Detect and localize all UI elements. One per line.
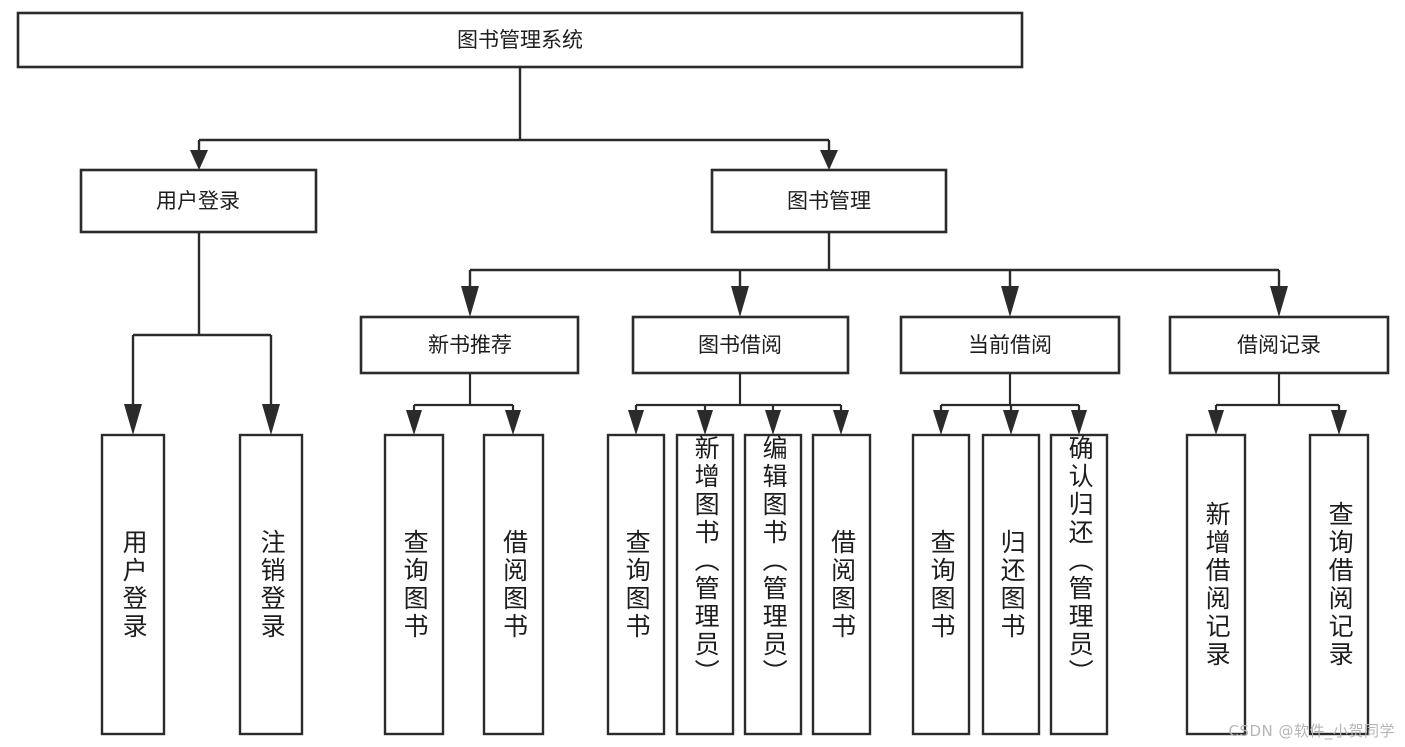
node-new-book-rec[interactable]: 新书推荐 <box>359 315 580 375</box>
connector-root-to-level2 <box>190 67 838 170</box>
leaf-box-borrow-book-rec <box>482 433 545 736</box>
connector-user-login-to-leaves <box>124 232 280 435</box>
connector-book-manage-to-level3 <box>461 232 1288 317</box>
node-root[interactable]: 图书管理系统 <box>16 11 1024 69</box>
connector-book-borrow-to-leaves <box>628 373 849 435</box>
leaf-box-query-record <box>1308 433 1370 736</box>
node-borrow-record[interactable]: 借阅记录 <box>1168 315 1390 375</box>
connector-new-book-rec-to-leaves <box>406 373 521 435</box>
leaf-box-query-book-rec <box>383 433 445 736</box>
leaf-box-return-book <box>981 433 1041 736</box>
node-current-borrow[interactable]: 当前借阅 <box>899 315 1121 375</box>
node-book-manage[interactable]: 图书管理 <box>710 168 948 234</box>
leaf-box-logout <box>238 433 304 736</box>
leaf-box-borrow-book <box>811 433 872 736</box>
node-current-borrow-label: 当前借阅 <box>968 333 1052 357</box>
leaf-box-query-book-cur <box>911 433 971 736</box>
leaf-box-query-book <box>606 433 666 736</box>
leaf-box-add-record <box>1185 433 1247 736</box>
node-user-login[interactable]: 用户登录 <box>79 168 318 234</box>
csdn-watermark: CSDN @软件_小贺同学 <box>1228 722 1395 740</box>
node-borrow-record-label: 借阅记录 <box>1237 333 1321 357</box>
leaf-box-confirm-return <box>1049 433 1109 736</box>
node-book-manage-label: 图书管理 <box>787 189 871 213</box>
node-new-book-rec-label: 新书推荐 <box>428 333 512 357</box>
node-root-label: 图书管理系统 <box>457 28 583 52</box>
leaf-box-user-login <box>100 433 166 736</box>
leaf-boxes <box>100 433 1370 736</box>
leaf-box-edit-book <box>743 433 803 736</box>
node-user-login-label: 用户登录 <box>156 189 240 213</box>
connector-borrow-record-to-leaves <box>1208 373 1347 435</box>
node-book-borrow[interactable]: 图书借阅 <box>631 315 850 375</box>
connector-current-borrow-to-leaves <box>933 373 1087 435</box>
node-book-borrow-label: 图书借阅 <box>698 333 782 357</box>
leaf-box-add-book <box>675 433 735 736</box>
